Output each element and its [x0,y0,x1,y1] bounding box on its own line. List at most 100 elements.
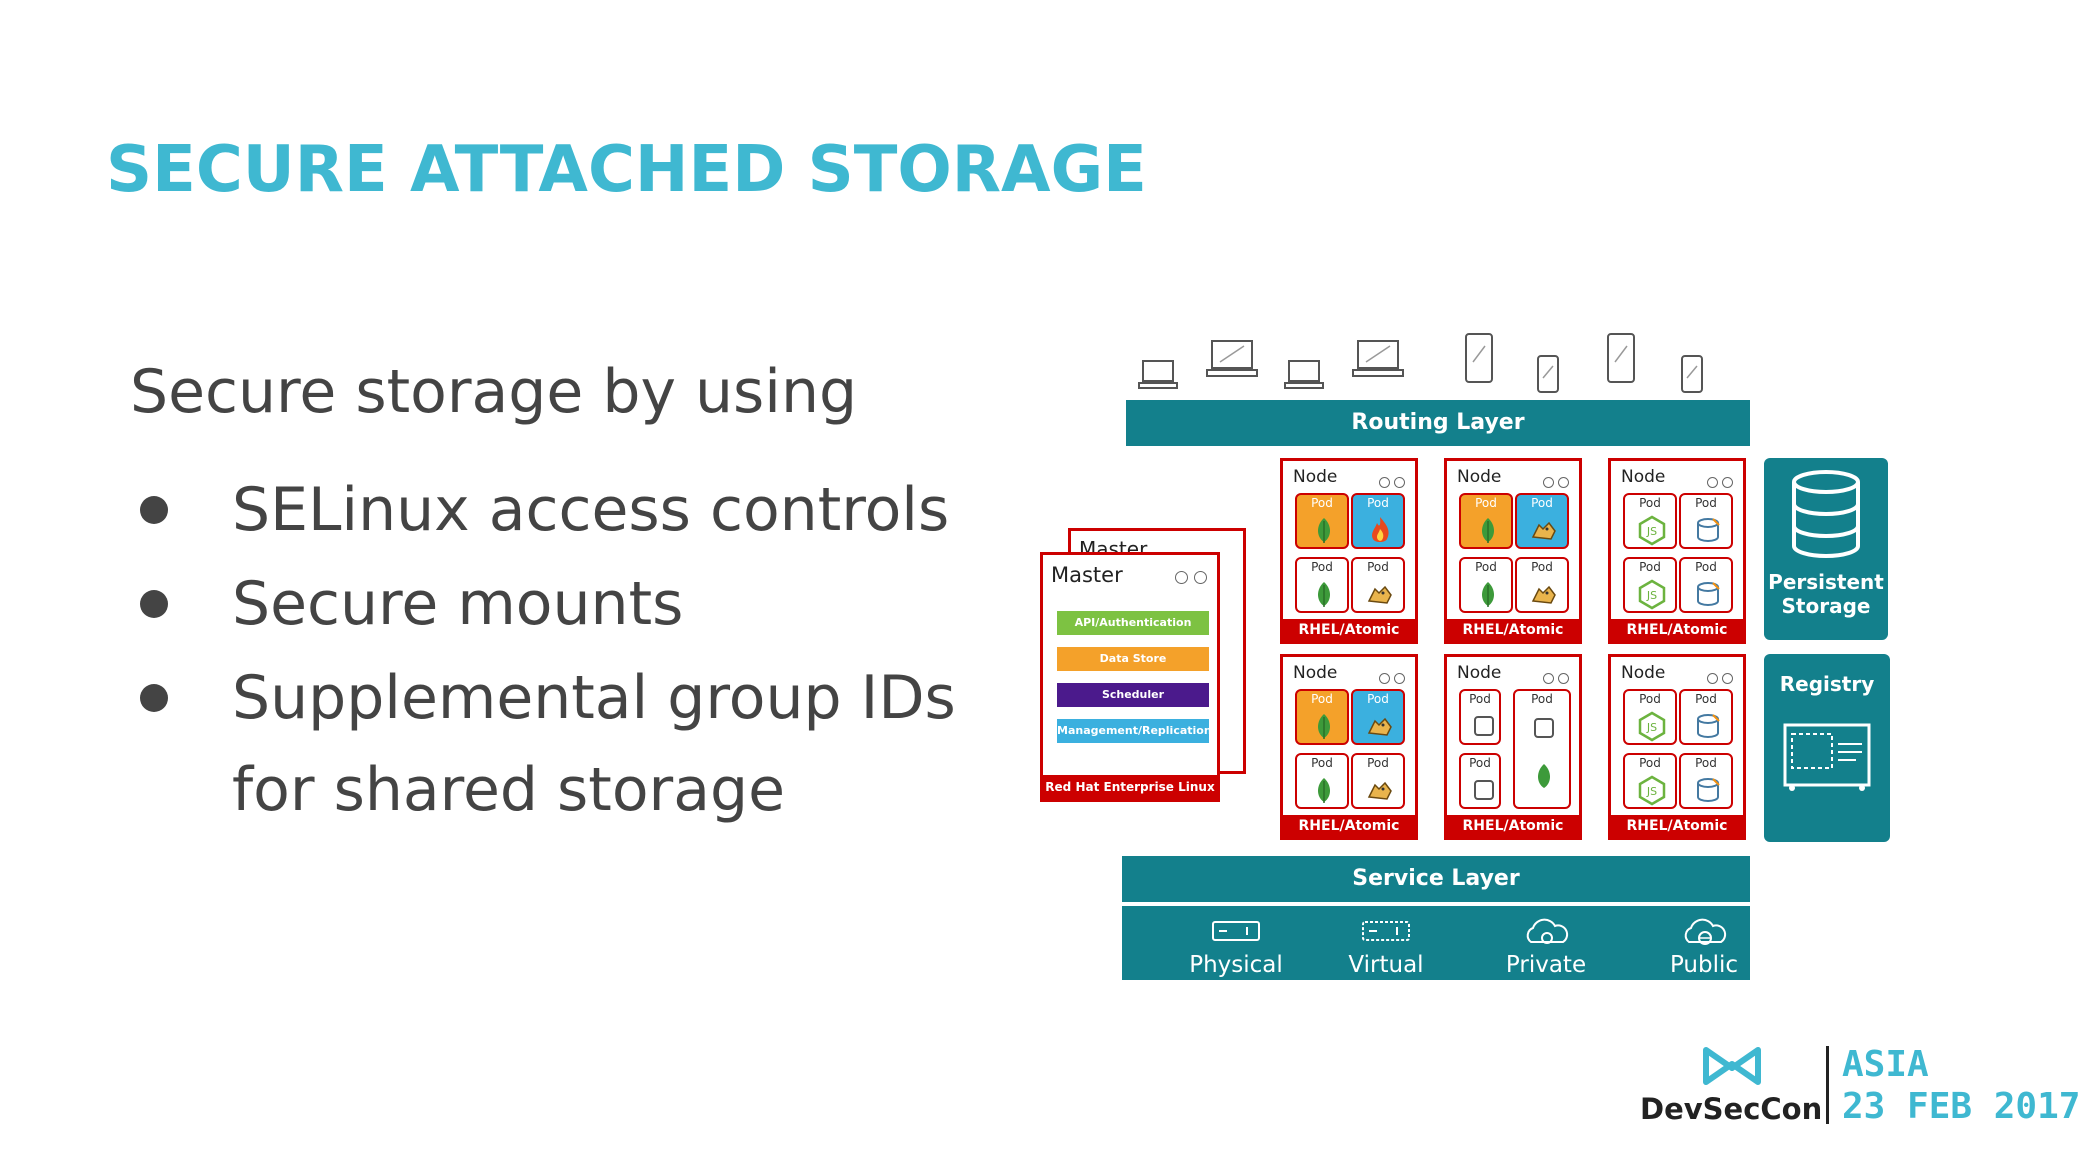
master-label: Master [1051,563,1123,587]
window-controls [1703,473,1733,492]
pod-label: Pod [1367,692,1389,706]
pod-box: Pod [1351,689,1405,745]
master-row-management: Management/Replication [1057,719,1212,743]
pod-label: Pod [1475,496,1497,510]
window-controls [1375,473,1405,492]
pod-box: Pod [1679,689,1733,745]
bullet-continuation: for shared storage [232,755,785,825]
pod-label: Pod [1311,560,1333,574]
phone-icon [1537,355,1559,393]
pod-box: Pod [1515,557,1569,613]
svg-text:JS: JS [1646,721,1657,734]
bullet-dot [140,590,168,618]
bullet-text: Secure mounts [232,569,684,639]
infrastructure-bar: Physical Virtual Private Public [1122,906,1750,980]
pod-label: Pod [1367,496,1389,510]
phone-icon [1607,333,1635,383]
master-row-scheduler: Scheduler [1057,683,1209,707]
bullet-dot [140,684,168,712]
registry-label: Registry [1779,672,1875,696]
pod-label: Pod [1367,560,1389,574]
registry-box: Registry [1764,654,1890,842]
pod-box: Pod [1295,493,1349,549]
persistent-storage-label: Persistent Storage [1768,570,1884,618]
pod-box: Pod [1459,557,1513,613]
node-footer: RHEL/Atomic [1283,619,1415,641]
node-label: Node [1293,467,1338,487]
laptop-icon [1352,340,1404,377]
node-footer: RHEL/Atomic [1283,815,1415,837]
pod-label: Pod [1531,496,1553,510]
pod-box: Pod [1351,557,1405,613]
slide-title: SECURE ATTACHED STORAGE [106,133,1147,207]
node-label: Node [1457,663,1502,683]
master-card: Master API/Authentication Data Store Sch… [1040,552,1220,802]
infra-public-label: Public [1669,952,1739,978]
pod-box: Pod [1513,689,1571,809]
phone-icon [1681,355,1703,393]
brand-name: DevSecCon [1640,1092,1823,1126]
private-cloud-icon [1526,918,1569,944]
node-label: Node [1621,663,1666,683]
infra-virtual-label: Virtual [1348,952,1424,978]
master-row-datastore: Data Store [1057,647,1209,671]
laptop-icon [1206,340,1258,377]
bullet-text: Supplemental group IDs [232,663,956,733]
svg-text:JS: JS [1646,785,1657,798]
pod-box: Pod [1351,753,1405,809]
pod-label: Pod [1695,560,1717,574]
pod-label: Pod [1695,692,1717,706]
window-controls [1703,669,1733,688]
pod-box: Pod [1295,557,1349,613]
window-controls [1539,473,1569,492]
pod-box: Pod [1515,493,1569,549]
pod-label: Pod [1311,756,1333,770]
persistent-storage-box: Persistent Storage [1764,458,1888,640]
node-footer: RHEL/Atomic [1611,815,1743,837]
window-controls [1539,669,1569,688]
virtual-server-icon [1362,921,1410,941]
master-row-api: API/Authentication [1057,611,1209,635]
pod-label: Pod [1695,496,1717,510]
pod-box: Pod [1459,689,1501,745]
master-footer: Red Hat Enterprise Linux [1043,775,1217,799]
server-icon [1212,921,1260,941]
infra-private-label: Private [1505,952,1587,978]
pod-box: Pod [1679,753,1733,809]
svg-text:JS: JS [1646,525,1657,538]
pod-box: Pod [1679,493,1733,549]
node-footer: RHEL/Atomic [1447,619,1579,641]
laptop-icon [1138,360,1178,389]
pod-label: Pod [1639,692,1661,706]
pod-box: Pod [1295,753,1349,809]
pod-label: Pod [1469,756,1491,770]
pod-label: Pod [1531,692,1553,706]
infra-physical-label: Physical [1189,952,1283,978]
node-label: Node [1293,663,1338,683]
pod-box: Pod [1679,557,1733,613]
laptop-icon [1284,360,1324,389]
pod-box: Pod [1459,493,1513,549]
pod-label: Pod [1639,496,1661,510]
pod-label: Pod [1695,756,1717,770]
node-label: Node [1457,467,1502,487]
pod-label: Pod [1639,756,1661,770]
pod-label: Pod [1311,496,1333,510]
service-layer-bar: Service Layer [1122,856,1750,902]
bullet-dot [140,496,168,524]
window-controls [1169,569,1207,588]
brand-divider [1826,1046,1829,1124]
brand-region: ASIA [1842,1044,1929,1085]
pod-box: Pod [1295,689,1349,745]
node-footer: RHEL/Atomic [1447,815,1579,837]
pod-label: Pod [1367,756,1389,770]
routing-layer-bar: Routing Layer [1126,400,1750,446]
